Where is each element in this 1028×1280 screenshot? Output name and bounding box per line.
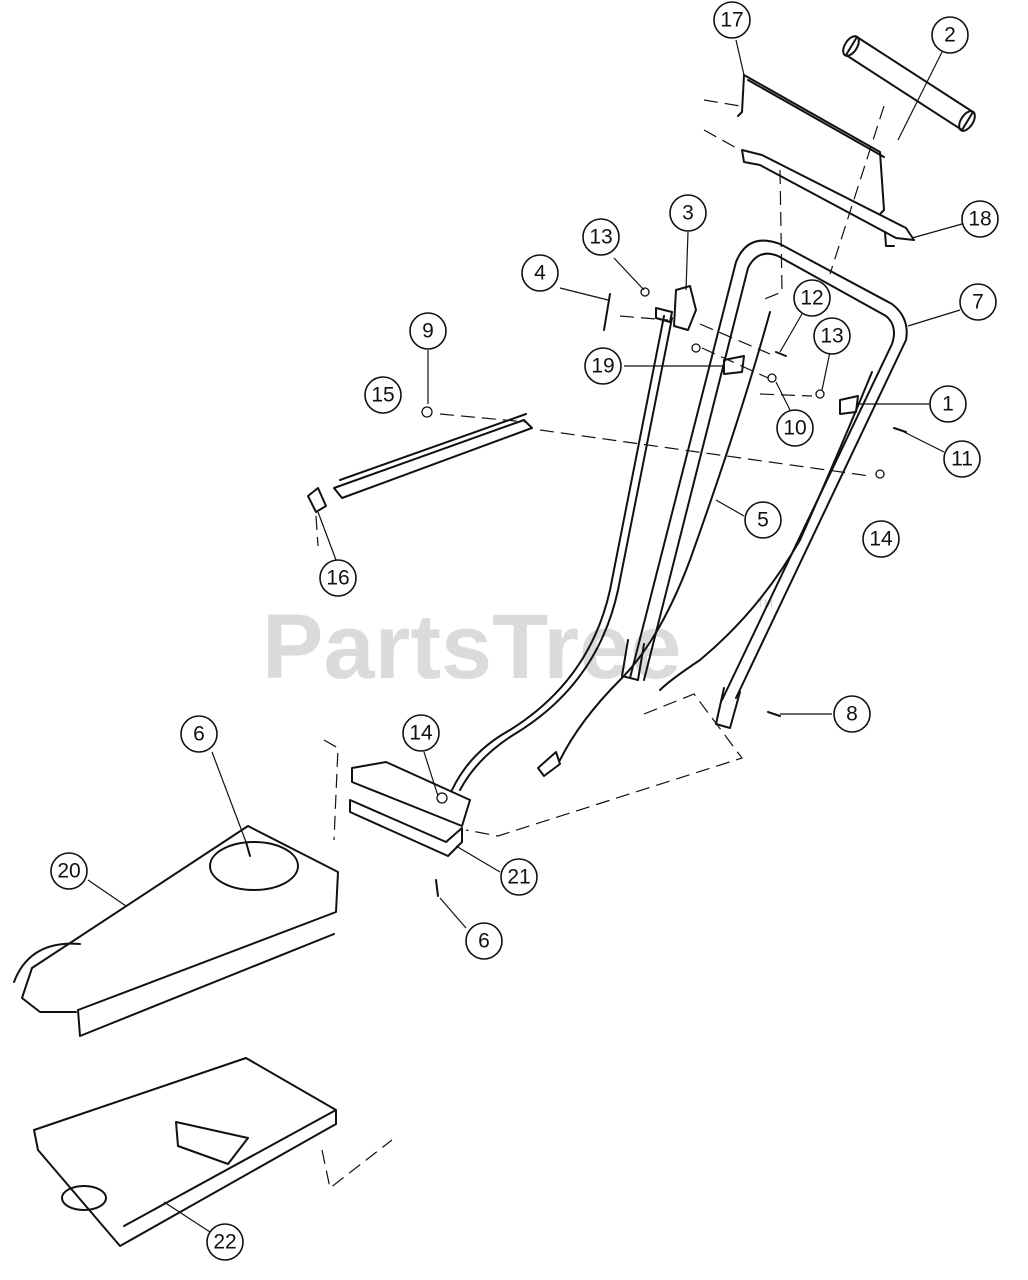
callout-17: 17 bbox=[713, 1, 751, 39]
svg-text:13: 13 bbox=[820, 325, 843, 348]
svg-text:18: 18 bbox=[968, 208, 991, 231]
callout-4: 4 bbox=[521, 254, 559, 292]
callout-9: 9 bbox=[409, 312, 447, 350]
svg-text:10: 10 bbox=[783, 417, 806, 440]
svg-text:19: 19 bbox=[591, 355, 614, 378]
callout-10: 10 bbox=[776, 409, 814, 447]
callout-1: 1 bbox=[929, 385, 967, 423]
svg-text:14: 14 bbox=[869, 528, 893, 551]
callout-21: 21 bbox=[500, 858, 538, 896]
callout-12: 12 bbox=[793, 279, 831, 317]
callout-22: 22 bbox=[206, 1223, 244, 1261]
svg-text:11: 11 bbox=[951, 448, 973, 471]
svg-text:13: 13 bbox=[589, 226, 612, 249]
part-16-knob bbox=[307, 487, 327, 513]
svg-text:12: 12 bbox=[800, 287, 823, 310]
svg-text:17: 17 bbox=[720, 9, 743, 32]
hardware bbox=[245, 287, 907, 897]
part-19-bracket bbox=[723, 355, 745, 375]
callout-14-bracket: 14 bbox=[402, 714, 440, 752]
dashed-lines bbox=[315, 99, 885, 1190]
svg-text:1: 1 bbox=[942, 393, 954, 416]
leader-lines bbox=[87, 39, 963, 1233]
callout-7: 7 bbox=[959, 283, 997, 321]
svg-text:22: 22 bbox=[213, 1231, 236, 1254]
callout-3: 3 bbox=[669, 194, 707, 232]
part-7-upper-handle bbox=[621, 239, 908, 729]
callout-16: 16 bbox=[319, 559, 357, 597]
svg-text:16: 16 bbox=[326, 567, 349, 590]
part-5-cables bbox=[451, 311, 873, 791]
callout-6-upper: 6 bbox=[180, 715, 218, 753]
svg-text:21: 21 bbox=[507, 866, 530, 889]
callout-13-upper: 13 bbox=[582, 218, 620, 256]
callout-18: 18 bbox=[961, 200, 999, 238]
callout-13-right: 13 bbox=[813, 317, 851, 355]
svg-text:14: 14 bbox=[409, 722, 433, 745]
callout-19: 19 bbox=[584, 347, 622, 385]
callouts: 17 2 18 3 13 4 12 7 9 15 19 13 1 10 11 5… bbox=[50, 1, 999, 1261]
svg-text:8: 8 bbox=[846, 703, 858, 726]
part-1-clip bbox=[839, 395, 859, 415]
svg-text:6: 6 bbox=[478, 930, 490, 953]
svg-text:3: 3 bbox=[682, 202, 694, 225]
svg-text:5: 5 bbox=[757, 509, 769, 532]
part-15-cross-bar bbox=[333, 413, 533, 499]
svg-text:15: 15 bbox=[371, 384, 394, 407]
part-3-lever bbox=[655, 285, 697, 331]
callout-11: 11 bbox=[943, 440, 981, 478]
callout-15: 15 bbox=[364, 376, 402, 414]
callout-5: 5 bbox=[744, 501, 782, 539]
callout-6-lower: 6 bbox=[465, 922, 503, 960]
callout-14-right: 14 bbox=[862, 520, 900, 558]
part-20-base bbox=[13, 825, 339, 1037]
part-22-frame bbox=[33, 1057, 337, 1247]
callout-2: 2 bbox=[931, 16, 969, 54]
part-18-control-bar bbox=[741, 149, 915, 247]
svg-text:2: 2 bbox=[944, 24, 956, 47]
svg-text:6: 6 bbox=[193, 723, 205, 746]
callout-8: 8 bbox=[833, 695, 871, 733]
svg-text:9: 9 bbox=[422, 320, 434, 343]
callout-20: 20 bbox=[50, 852, 88, 890]
part-2-grip bbox=[842, 35, 976, 132]
part-21-bracket bbox=[349, 761, 471, 857]
svg-text:20: 20 bbox=[57, 860, 80, 883]
svg-text:7: 7 bbox=[972, 291, 984, 314]
part-17-bail-rod bbox=[737, 74, 885, 215]
svg-text:4: 4 bbox=[534, 262, 546, 285]
